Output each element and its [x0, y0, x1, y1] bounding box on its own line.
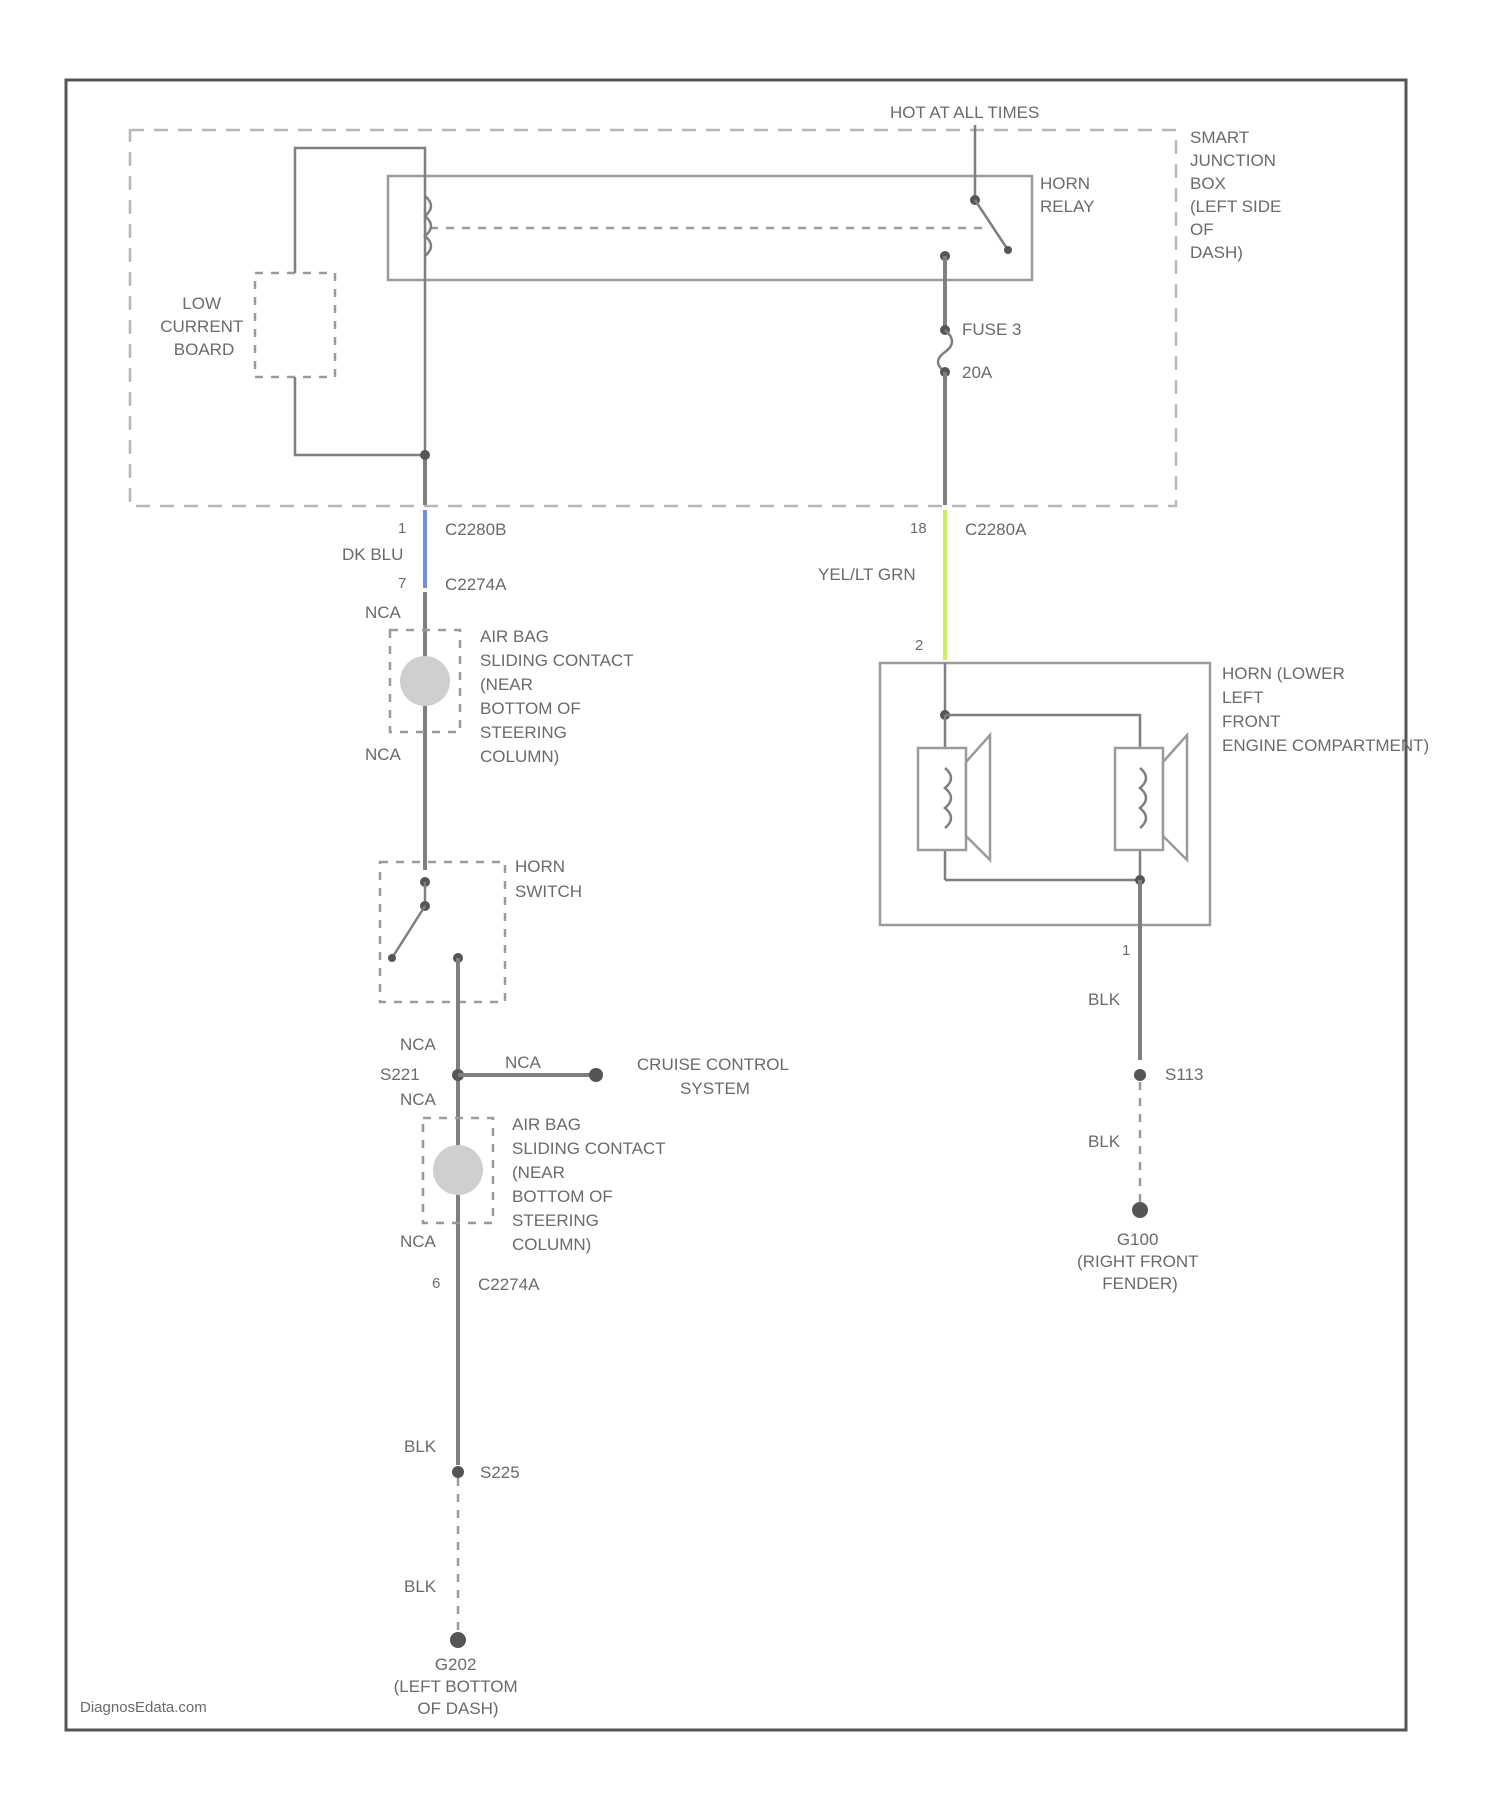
pin-1-label: 1	[398, 520, 406, 537]
connector-c2274a-top-label: C2274A	[445, 575, 507, 594]
fuse-label: FUSE 3	[962, 320, 1022, 339]
splice-s113-dot	[1134, 1069, 1146, 1081]
cruise-control-terminal	[589, 1068, 603, 1082]
yel-lt-grn-wire-label: YEL/LT GRN	[818, 565, 916, 584]
ground-g100-dot	[1132, 1202, 1148, 1218]
dk-blu-wire-label: DK BLU	[342, 545, 403, 564]
pin-6-label: 6	[432, 1275, 440, 1292]
horn-lower-label: HORN (LOWER LEFT FRONT ENGINE COMPARTMEN…	[1222, 664, 1429, 755]
ground-g100-label: G100 (RIGHT FRONT FENDER)	[1077, 1230, 1203, 1293]
low-current-loop	[295, 148, 425, 455]
splice-dot	[420, 450, 430, 460]
splice-s221-label: S221	[380, 1065, 420, 1084]
horn-relay-label: HORN RELAY	[1040, 174, 1095, 216]
horn-switch-arm	[392, 906, 425, 958]
fuse-symbol	[938, 330, 952, 372]
smart-junction-box-label: SMART JUNCTION BOX (LEFT SIDE OF DASH)	[1190, 128, 1286, 262]
horn-switch-contact-dot	[388, 954, 396, 962]
blk-wire-label: BLK	[404, 1577, 437, 1596]
horn-switch-box	[380, 862, 505, 1002]
horn-speaker-left-icon	[918, 735, 990, 860]
pin-1-label: 1	[1122, 942, 1130, 959]
clock-spring-lower	[433, 1145, 483, 1195]
horn-switch-label: HORN SWITCH	[515, 857, 582, 901]
fuse-rating-label: 20A	[962, 363, 993, 382]
pin-7-label: 7	[398, 575, 406, 592]
ground-g202-label: G202 (LEFT BOTTOM OF DASH)	[394, 1655, 523, 1718]
hot-at-all-times-label: HOT AT ALL TIMES	[890, 103, 1039, 122]
ground-g202-dot	[450, 1632, 466, 1648]
splice-s113-label: S113	[1165, 1065, 1203, 1084]
nca-label: NCA	[400, 1232, 437, 1251]
low-current-return	[295, 377, 425, 455]
cruise-control-label: CRUISE CONTROL SYSTEM	[637, 1055, 793, 1098]
horn-speaker-right-icon	[1115, 735, 1187, 860]
pin-2-label: 2	[915, 637, 923, 654]
pin-18-label: 18	[910, 520, 927, 537]
splice-s225-label: S225	[480, 1463, 520, 1482]
nca-label: NCA	[365, 745, 402, 764]
nca-label: NCA	[365, 603, 402, 622]
nca-label: NCA	[505, 1053, 542, 1072]
low-current-board	[255, 273, 335, 377]
nca-label: NCA	[400, 1090, 437, 1109]
clock-spring-lower-label: AIR BAG SLIDING CONTACT (NEAR BOTTOM OF …	[512, 1115, 670, 1254]
splice-s225-dot	[452, 1466, 464, 1478]
low-current-board-label: LOW CURRENT BOARD	[160, 294, 248, 359]
blk-wire-label: BLK	[1088, 990, 1121, 1009]
blk-wire-label: BLK	[1088, 1132, 1121, 1151]
relay-contact-dot	[1004, 246, 1012, 254]
connector-c2274a-bottom-label: C2274A	[478, 1275, 540, 1294]
relay-switch-arm	[975, 200, 1008, 250]
connector-c2280b-label: C2280B	[445, 520, 506, 539]
clock-spring-upper-label: AIR BAG SLIDING CONTACT (NEAR BOTTOM OF …	[480, 627, 638, 766]
blk-wire-label: BLK	[404, 1437, 437, 1456]
nca-label: NCA	[400, 1035, 437, 1054]
diagram-frame	[66, 80, 1406, 1730]
clock-spring-upper	[400, 656, 450, 706]
footer-watermark: DiagnosEdata.com	[80, 1699, 207, 1716]
smart-junction-box-outline	[130, 130, 1176, 506]
connector-c2280a-label: C2280A	[965, 520, 1027, 539]
